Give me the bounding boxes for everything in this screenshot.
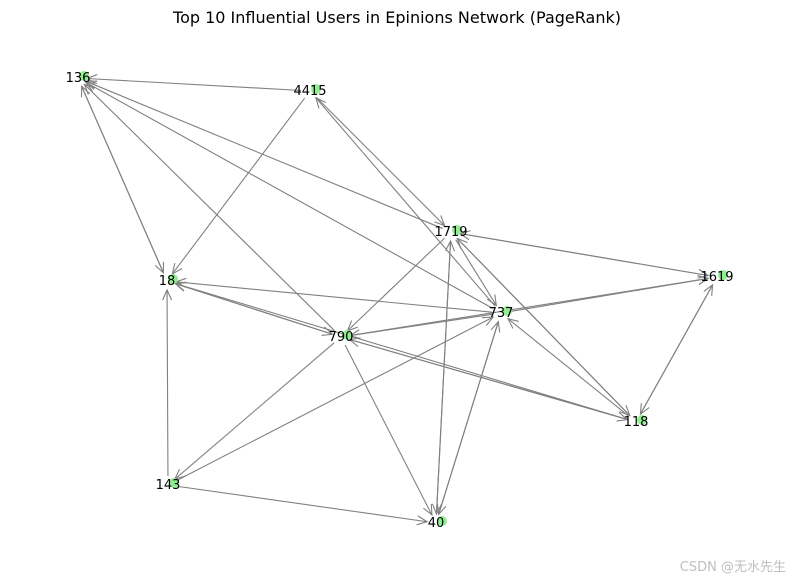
edge-136-to-18 — [81, 86, 165, 274]
edge-line — [174, 342, 335, 480]
edge-790-to-118 — [349, 338, 629, 422]
arrowhead-icon — [314, 96, 327, 109]
edge-line — [639, 284, 714, 415]
edge-143-to-40 — [176, 485, 429, 526]
arrowhead-icon — [486, 294, 497, 307]
nodes-layer — [79, 71, 728, 526]
edge-line — [349, 338, 628, 421]
edge-line — [175, 281, 493, 313]
node-label-1719: 1719 — [434, 225, 467, 240]
edge-line — [349, 313, 493, 337]
edge-737-to-136 — [84, 81, 494, 310]
node-label-737: 737 — [489, 306, 514, 321]
edge-line — [315, 96, 446, 227]
edge-790-to-1619 — [349, 275, 710, 337]
edge-40-to-1719 — [435, 239, 456, 515]
edge-737-to-790 — [348, 313, 493, 340]
arrowhead-icon — [619, 405, 631, 417]
edge-118-to-737 — [506, 317, 630, 417]
edge-1719-to-40 — [431, 240, 452, 516]
node-136 — [79, 71, 89, 81]
edge-143-to-18 — [162, 288, 173, 477]
node-40 — [437, 516, 447, 526]
edge-118-to-1619 — [639, 283, 714, 415]
arrowhead-icon — [162, 288, 173, 301]
edge-line — [166, 289, 169, 477]
node-1719 — [452, 225, 462, 235]
edge-line — [176, 485, 428, 523]
node-label-40: 40 — [428, 516, 445, 531]
node-737 — [502, 306, 512, 316]
edge-1719-to-737 — [455, 239, 497, 307]
node-118 — [637, 415, 647, 425]
watermark: CSDN @无水先生 — [679, 560, 786, 575]
arrowhead-icon — [423, 504, 433, 517]
arrowhead-icon — [506, 317, 519, 329]
node-label-4415: 4415 — [293, 84, 326, 99]
arrowhead-icon — [416, 515, 429, 526]
edge-1719-to-790 — [346, 237, 445, 332]
node-label-136: 136 — [66, 71, 91, 86]
arrowhead-icon — [84, 81, 97, 92]
node-1619 — [718, 270, 728, 280]
arrowhead-icon — [445, 239, 456, 252]
edge-4415-to-136 — [85, 74, 302, 92]
edge-1719-to-1619 — [459, 232, 710, 279]
edge-line — [81, 86, 164, 273]
edge-118-to-18 — [174, 281, 628, 420]
labels-layer: 136 4415 1719 1619 18 737 790 118 143 40 — [66, 71, 734, 531]
node-label-143: 143 — [156, 478, 181, 493]
edge-line — [175, 283, 333, 335]
edge-line — [175, 316, 494, 482]
arrowhead-icon — [697, 275, 710, 285]
node-18 — [168, 274, 178, 284]
edge-line — [175, 283, 628, 420]
edge-line — [438, 321, 499, 515]
edge-line — [344, 344, 433, 516]
edge-line — [507, 318, 630, 417]
node-label-118: 118 — [624, 415, 649, 430]
edge-143-to-737 — [175, 316, 495, 482]
edge-line — [349, 277, 709, 337]
arrowhead-icon — [171, 262, 183, 275]
edge-line — [84, 83, 335, 332]
edges-layer — [80, 74, 714, 526]
node-4415 — [311, 84, 321, 94]
edge-line — [459, 232, 709, 277]
edge-line — [85, 81, 494, 310]
arrowhead-icon — [490, 320, 501, 333]
arrowhead-icon — [703, 283, 714, 296]
edge-737-to-1619 — [509, 275, 710, 313]
edge-40-to-737 — [438, 320, 501, 515]
arrowhead-icon — [154, 261, 165, 274]
edge-1719-to-118 — [456, 238, 631, 417]
node-790 — [342, 330, 352, 340]
arrowhead-icon — [616, 411, 629, 422]
node-label-1619: 1619 — [700, 270, 733, 285]
edge-790-to-40 — [344, 344, 433, 517]
node-143 — [169, 478, 179, 488]
arrowhead-icon — [434, 215, 446, 227]
arrowhead-icon — [174, 281, 187, 292]
arrowhead-icon — [697, 268, 710, 279]
edge-737-to-18 — [174, 277, 493, 313]
edge-18-to-790 — [175, 283, 334, 337]
edge-line — [86, 77, 302, 92]
edge-line — [347, 237, 445, 332]
edge-line — [455, 239, 497, 306]
edge-line — [86, 80, 443, 230]
node-label-18: 18 — [159, 274, 176, 289]
arrowhead-icon — [482, 316, 495, 327]
edge-737-to-4415 — [314, 96, 496, 307]
edge-line — [171, 97, 306, 275]
edge-1719-to-136 — [85, 80, 443, 230]
edge-line — [456, 238, 631, 416]
edge-4415-to-18 — [171, 97, 306, 275]
edge-line — [315, 97, 496, 307]
node-label-790: 790 — [329, 330, 354, 345]
edge-line — [435, 240, 452, 515]
edge-4415-to-1719 — [315, 96, 446, 227]
diagram-title: Top 10 Influential Users in Epinions Net… — [173, 8, 621, 27]
